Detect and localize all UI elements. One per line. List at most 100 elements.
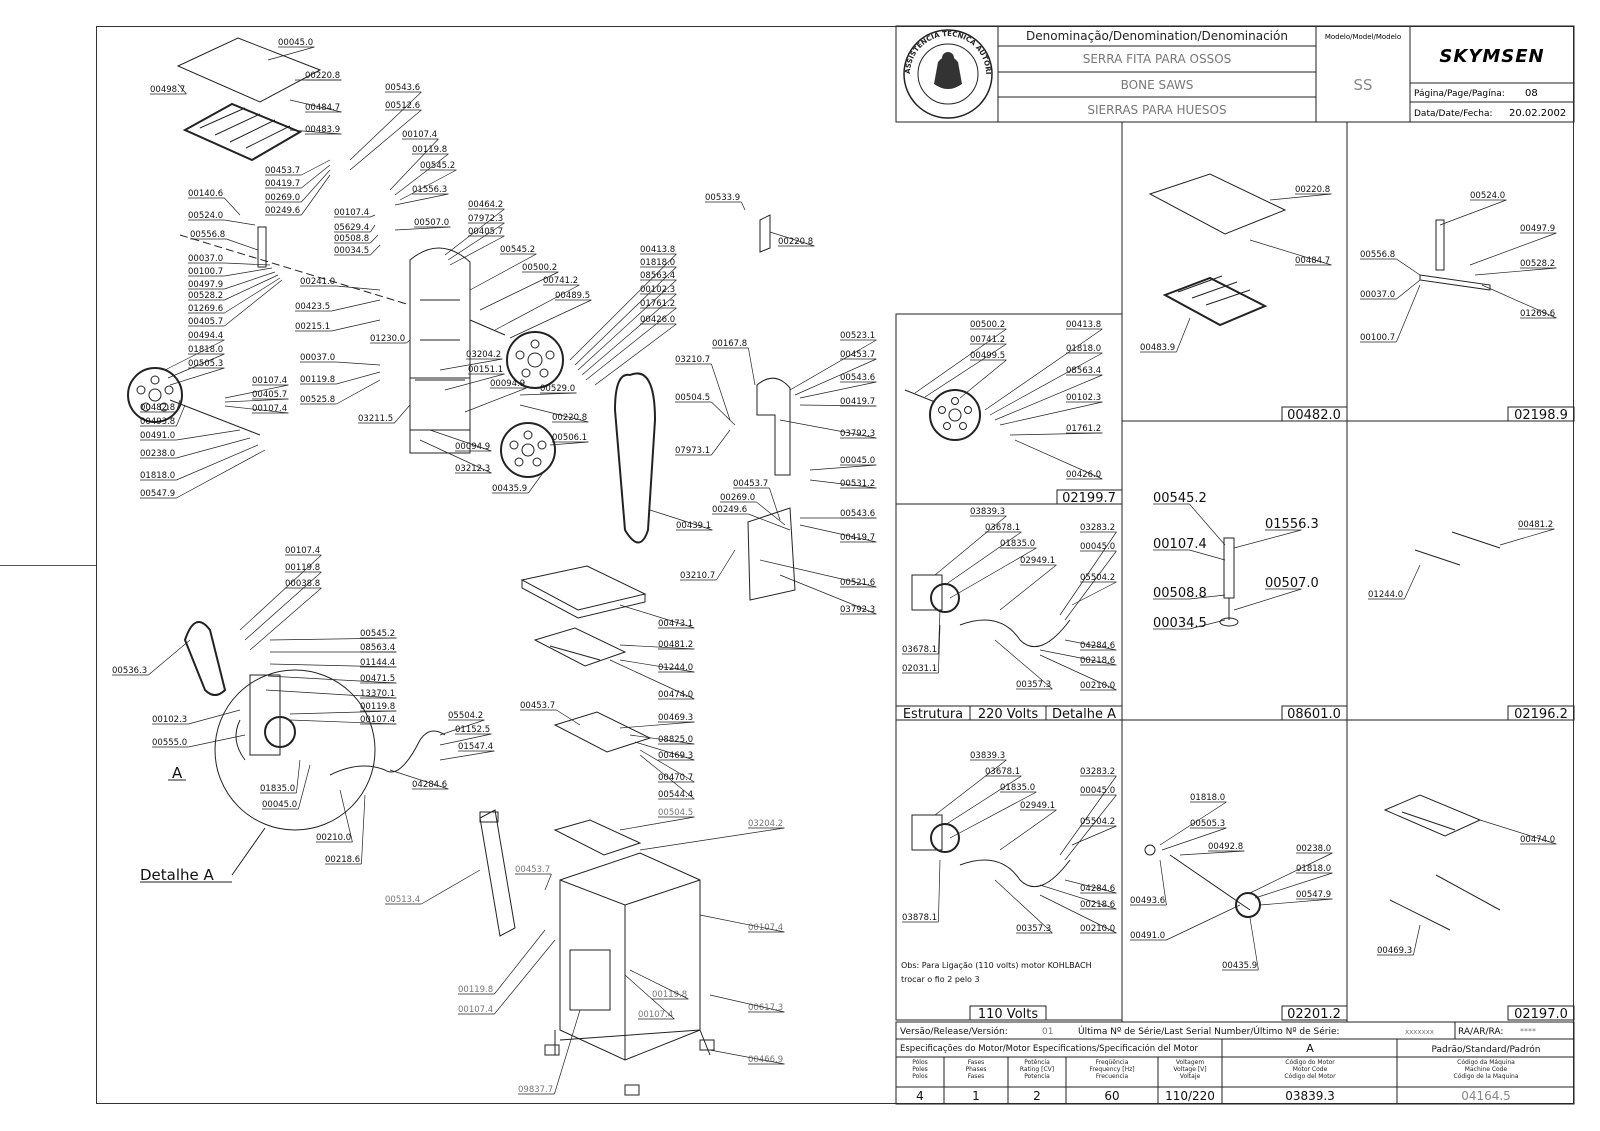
leader-line — [1009, 432, 1103, 436]
panel-part-label: 00107.4 — [1153, 537, 1207, 552]
leader-line — [289, 719, 397, 725]
detail-110-label: 00045.0 — [1080, 786, 1115, 796]
footer-value: 110/220 — [1165, 1089, 1215, 1103]
leader-line — [748, 513, 791, 531]
leader-line — [226, 238, 259, 251]
detail-220-label: 02949.1 — [1020, 556, 1055, 566]
part-label: 00523.1 — [840, 331, 875, 341]
leader-line — [1039, 894, 1117, 934]
leader-line — [756, 501, 786, 526]
detail-220-label: 00357.3 — [1016, 680, 1051, 690]
part-label: 00151.1 — [468, 365, 503, 375]
leader-line — [464, 387, 527, 413]
leader-line — [1179, 850, 1245, 856]
leader-line — [1474, 267, 1557, 276]
part-label: 00536.3 — [112, 666, 147, 676]
left-margin-line — [0, 565, 96, 566]
detail-220-label: 00210.0 — [1080, 681, 1115, 691]
panel-part-label: 00220.8 — [1295, 185, 1330, 195]
denomination-label: Denominação/Denomination/Denominación — [1026, 29, 1288, 43]
leader-line — [554, 1009, 581, 1095]
part-label: 03210.7 — [675, 355, 710, 365]
panel-part-label: 00238.0 — [1296, 844, 1331, 854]
panel-part-label: 00547.9 — [1296, 890, 1331, 900]
part-label: 00531.2 — [840, 479, 875, 489]
leader-line — [577, 279, 677, 371]
part-label: 00473.1 — [658, 619, 693, 629]
part-label: 00469.3 — [658, 751, 693, 761]
leader-line — [748, 347, 756, 386]
part-label: 01835.0 — [260, 784, 295, 794]
release-value: 01 — [1042, 1027, 1053, 1037]
leader-line — [944, 775, 1022, 826]
detail-220-caption: Estrutura 220 Volts Detalhe A — [895, 705, 1123, 722]
part-label: 03792.3 — [840, 429, 875, 439]
part-label: 00524.0 — [188, 211, 223, 221]
panel-part-label: 00556.8 — [1360, 250, 1395, 260]
leader-line — [629, 734, 695, 745]
panel-part-label: 00741.2 — [970, 335, 1005, 345]
part-label: 00543.6 — [840, 509, 875, 519]
leader-line — [914, 328, 1007, 394]
leader-line — [301, 164, 331, 189]
panel-part-label: 01761.2 — [1066, 424, 1101, 434]
part-label: 00474.0 — [658, 690, 693, 700]
leader-line — [1479, 819, 1557, 845]
leader-line — [1233, 588, 1302, 611]
part-label: 00491.0 — [140, 431, 175, 441]
leader-line — [1071, 581, 1117, 606]
leader-line — [1249, 239, 1332, 266]
leader-line — [1249, 917, 1259, 971]
detail-110-label: 03878.1 — [902, 913, 937, 923]
part-label: 00107.4 — [402, 130, 437, 140]
detail-110-label: 00210.0 — [1080, 924, 1115, 934]
leader-line — [176, 444, 259, 481]
part-label: 00513.4 — [385, 895, 420, 905]
leader-line — [1039, 649, 1117, 666]
leader-line — [716, 549, 736, 581]
leader-line — [469, 253, 537, 291]
leader-line — [1161, 827, 1227, 851]
part-label: 00220.8 — [552, 413, 587, 423]
part-label: 00533.9 — [705, 193, 740, 203]
footer-value: 2 — [1033, 1089, 1041, 1103]
part-label: 00045.0 — [840, 456, 875, 466]
footer-column-header: Motor Code — [1293, 1066, 1328, 1073]
part-label: 00107.4 — [334, 208, 369, 218]
leader-line — [439, 719, 485, 736]
detail-110-label: 00357.3 — [1016, 924, 1051, 934]
part-label: 00094.9 — [490, 379, 525, 389]
part-label: 00453.7 — [733, 479, 768, 489]
part-label: 00034.5 — [334, 246, 369, 256]
leader-line — [1039, 654, 1117, 691]
detail-220-label: 00045.0 — [1080, 542, 1115, 552]
part-label: 00419.7 — [840, 397, 875, 407]
part-label: 00405.7 — [188, 317, 223, 327]
leader-line — [301, 159, 331, 176]
leader-line — [934, 515, 1007, 576]
page-label: Página/Page/Pagína: — [1414, 89, 1505, 99]
svg-text:110 Volts: 110 Volts — [978, 1007, 1038, 1022]
main-drawing-shapes — [127, 37, 796, 1096]
leader-line — [938, 624, 941, 674]
leader-line — [984, 328, 1103, 411]
model-label: Modelo/Model/Modelo — [1325, 33, 1401, 41]
leader-line — [709, 1049, 785, 1065]
part-label: 01818.0 — [640, 258, 675, 268]
part-label: 00506.1 — [552, 433, 587, 443]
part-label: 00220.8 — [305, 71, 340, 81]
detail-220-label: 02031.1 — [902, 664, 937, 674]
leader-line — [1159, 859, 1167, 906]
leader-line — [224, 277, 281, 314]
leader-line — [799, 404, 877, 407]
leader-line — [938, 859, 941, 923]
part-label: 00508.8 — [334, 234, 369, 244]
part-label: 00220.8 — [778, 237, 813, 247]
panel-part-label: 00497.9 — [1520, 224, 1555, 234]
footer-column-header: Poles — [912, 1066, 928, 1073]
part-label: 00419.7 — [265, 179, 300, 189]
part-label: 00107.4 — [458, 1005, 493, 1015]
part-label: 03792.3 — [840, 605, 875, 615]
leader-line — [581, 293, 677, 376]
leader-line — [349, 109, 422, 171]
